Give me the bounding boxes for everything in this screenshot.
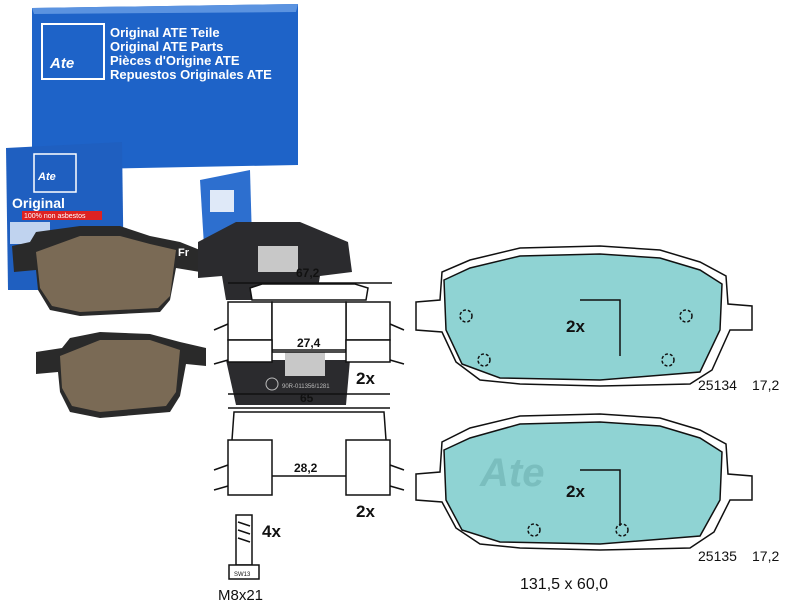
pad-thickness: 17,2 — [752, 548, 779, 564]
ate-logo: Ate — [49, 55, 74, 72]
box-line: Pièces d'Origine ATE — [110, 53, 240, 68]
ate-logo-frame — [41, 23, 105, 80]
bolt-quantity: 4x — [262, 522, 281, 541]
part-number: 25135 — [698, 548, 737, 564]
pad-quantity: 2x — [566, 482, 585, 501]
pad-dimensions: 131,5 x 60,0 — [520, 576, 608, 593]
clip-diagram-bottom — [213, 407, 405, 496]
dimension-label: 27,4 — [297, 336, 321, 350]
pad-quantity: 2x — [566, 317, 585, 336]
part-number: 25134 — [698, 377, 737, 393]
quantity-label: 2x — [356, 369, 375, 388]
box-line: Original ATE Parts — [110, 39, 223, 54]
dimension-label: 65 — [300, 391, 314, 405]
svg-text:Ate: Ate — [479, 451, 544, 495]
box-line: Repuestos Originales ATE — [110, 67, 272, 82]
small-box-badge: 100% non asbestos — [24, 213, 86, 220]
dimension-label: 67,2 — [296, 266, 320, 280]
small-box-title: Original — [12, 195, 65, 211]
small-box-partial-text: Fr — [178, 247, 190, 259]
bolt-diagram — [228, 514, 260, 580]
clip-diagram-top — [213, 282, 405, 395]
pad-drawing-25135: Ate — [415, 413, 753, 551]
box-line: Original ATE Teile — [110, 25, 220, 40]
bolt-size: M8x21 — [218, 587, 263, 604]
brake-pad-photo — [36, 332, 206, 418]
svg-text:Ate: Ate — [37, 171, 56, 183]
pad-thickness: 17,2 — [752, 377, 779, 393]
brake-pad-photo — [12, 226, 200, 316]
wrench-size: SW13 — [234, 572, 251, 578]
pad-drawing-25134 — [415, 245, 753, 387]
dimension-label: 28,2 — [294, 461, 318, 475]
ate-box: Ate Original ATE Teile Original ATE Part… — [32, 4, 298, 170]
quantity-label: 2x — [356, 502, 375, 521]
pad-marking: 90R-011356/1281 — [282, 384, 330, 390]
